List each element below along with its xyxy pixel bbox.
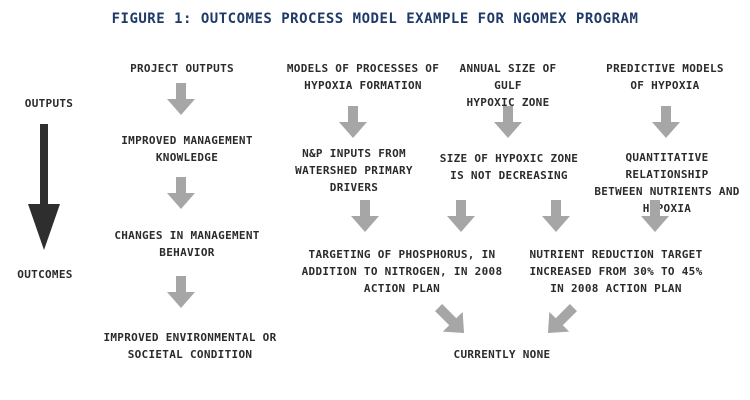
nutrient-reduction-label: NUTRIENT REDUCTION TARGET INCREASED FROM… xyxy=(529,248,703,295)
np-inputs-label: N&P INPUTS FROM WATERSHED PRIMARY DRIVER… xyxy=(295,147,413,194)
figure-title: FIGURE 1: OUTCOMES PROCESS MODEL EXAMPLE… xyxy=(111,11,639,27)
down-arrow-icon xyxy=(641,200,669,232)
big-down-arrow-icon xyxy=(28,124,60,250)
down-arrow-icon xyxy=(167,83,195,115)
phosphorus-targeting-label: TARGETING OF PHOSPHORUS, IN ADDITION TO … xyxy=(301,248,503,295)
management-knowledge-label: IMPROVED MANAGEMENT KNOWLEDGE xyxy=(121,134,253,164)
zone-size-label: SIZE OF HYPOXIC ZONE IS NOT DECREASING xyxy=(439,152,579,182)
down-arrow-icon xyxy=(339,106,367,138)
diagonal-arrow-icon xyxy=(428,297,474,343)
project-outputs-label: PROJECT OUTPUTS xyxy=(130,62,234,75)
predictive-models-label: PREDICTIVE MODELS OF HYPOXIA xyxy=(606,62,724,92)
down-arrow-icon xyxy=(494,106,522,138)
outputs-label: OUTPUTS xyxy=(24,97,74,110)
currently-none-label: CURRENTLY NONE xyxy=(453,348,551,361)
environmental-condition-label: IMPROVED ENVIRONMENTAL OR SOCIETAL CONDI… xyxy=(103,331,277,361)
down-arrow-icon xyxy=(447,200,475,232)
outcomes-label: OUTCOMES xyxy=(17,268,73,281)
down-arrow-icon xyxy=(167,276,195,308)
management-behavior-label: CHANGES IN MANAGEMENT BEHAVIOR xyxy=(114,229,260,259)
models-label: MODELS OF PROCESSES OF HYPOXIA FORMATION xyxy=(286,62,440,92)
down-arrow-icon xyxy=(351,200,379,232)
diagonal-arrow-icon xyxy=(538,297,584,343)
down-arrow-icon xyxy=(167,177,195,209)
down-arrow-icon xyxy=(652,106,680,138)
annual-size-label: ANNUAL SIZE OF GULF HYPOXIC ZONE xyxy=(459,62,557,109)
quantitative-relationship-label: QUANTITATIVE RELATIONSHIP BETWEEN NUTRIE… xyxy=(594,151,740,215)
down-arrow-icon xyxy=(542,200,570,232)
